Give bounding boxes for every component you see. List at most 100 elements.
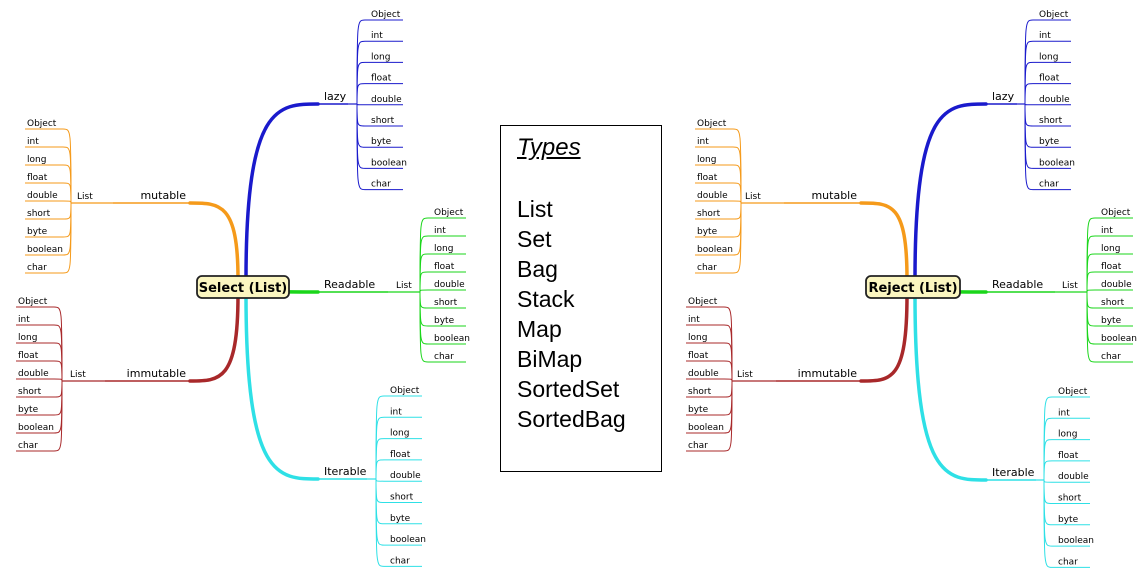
leaf-label: boolean (1039, 158, 1075, 168)
leaf-label: float (390, 450, 411, 460)
leaf-connector (1043, 479, 1053, 483)
leaf-connector (53, 342, 63, 382)
branch-label: mutable (811, 189, 857, 202)
leaf-connector (419, 291, 429, 327)
types-box: Types List Set Bag Stack Map BiMap Sorte… (500, 125, 662, 472)
leaf-connector (1043, 479, 1053, 547)
leaf-label: Object (688, 297, 718, 307)
list-node-label: List (77, 192, 93, 202)
leaf-label: byte (1058, 515, 1079, 525)
leaf-label: boolean (1058, 536, 1094, 546)
leaf-connector (419, 235, 429, 293)
types-item: SortedBag (517, 406, 626, 432)
leaf-label: float (697, 173, 718, 183)
leaf-connector (375, 395, 385, 480)
leaf-label: char (371, 180, 391, 190)
leaf-connector (732, 128, 742, 204)
leaf-label: boolean (697, 245, 733, 255)
leaf-connector (375, 478, 385, 482)
leaf-connector (1086, 253, 1096, 293)
leaf-connector (62, 164, 72, 204)
leaf-label: short (688, 387, 712, 397)
root-label: Reject (List) (868, 281, 957, 296)
leaf-label: int (371, 31, 383, 41)
leaf-label: byte (697, 227, 718, 237)
mind-map-reject: lazyObjectintlongfloatdoubleshortbyteboo… (686, 10, 1137, 568)
leaf-label: short (27, 209, 51, 219)
leaf-connector (732, 164, 742, 204)
leaf-connector (1024, 103, 1034, 106)
leaf-label: boolean (1101, 334, 1137, 344)
leaf-label: long (697, 155, 716, 165)
leaf-connector (53, 378, 63, 382)
types-item: List (517, 196, 553, 222)
leaf-connector (723, 342, 733, 382)
leaf-label: char (434, 352, 454, 362)
leaf-label: short (1039, 116, 1063, 126)
leaf-label: Object (27, 119, 57, 129)
leaf-connector (732, 200, 742, 204)
leaf-connector (1024, 103, 1034, 169)
leaf-connector (1086, 217, 1096, 293)
leaf-connector (1043, 460, 1053, 481)
leaf-label: double (18, 369, 49, 379)
leaf-label: int (434, 226, 446, 236)
leaf-label: Object (1039, 10, 1069, 20)
leaf-label: long (27, 155, 46, 165)
leaf-connector (1024, 103, 1034, 127)
list-node-label: List (1062, 281, 1078, 291)
leaf-label: long (434, 244, 453, 254)
leaf-label: byte (1101, 316, 1122, 326)
leaf-label: short (390, 493, 414, 503)
leaf-connector (419, 289, 429, 293)
leaf-connector (419, 291, 429, 363)
branch-lazy: lazyObjectintlongfloatdoubleshortbyteboo… (244, 10, 407, 281)
leaf-connector (1086, 291, 1096, 345)
leaf-label: char (697, 263, 717, 273)
leaf-connector (732, 202, 742, 256)
leaf-label: float (27, 173, 48, 183)
branch-immutable: immutableListObjectintlongfloatdoublesho… (16, 293, 240, 452)
leaf-connector (62, 202, 72, 274)
leaf-label: byte (18, 405, 39, 415)
leaf-connector (356, 103, 366, 106)
branch-iterable: IterableObjectintlongfloatdoubleshortbyt… (244, 293, 426, 567)
leaf-connector (62, 202, 72, 220)
leaf-label: long (390, 429, 409, 439)
leaf-label: boolean (18, 423, 54, 433)
leaf-label: Object (390, 386, 420, 396)
leaf-connector (1086, 291, 1096, 363)
leaf-label: long (1039, 52, 1058, 62)
leaf-label: boolean (390, 535, 426, 545)
leaf-connector (419, 253, 429, 293)
leaf-label: float (1039, 74, 1060, 84)
leaf-connector (53, 306, 63, 382)
branch-label: Iterable (992, 466, 1035, 479)
leaf-connector (375, 459, 385, 480)
leaf-connector (53, 380, 63, 452)
branch-curve (859, 201, 909, 281)
mind-map-select: lazyObjectintlongfloatdoubleshortbyteboo… (16, 10, 470, 567)
leaf-connector (1086, 291, 1096, 309)
leaf-connector (356, 103, 366, 169)
leaf-label: char (1039, 180, 1059, 190)
leaf-label: int (697, 137, 709, 147)
leaf-connector (53, 360, 63, 382)
leaf-connector (375, 438, 385, 480)
leaf-label: byte (434, 316, 455, 326)
branch-label: immutable (798, 367, 858, 380)
branch-lazy: lazyObjectintlongfloatdoubleshortbyteboo… (913, 10, 1075, 281)
leaf-connector (356, 103, 366, 191)
leaf-connector (1086, 235, 1096, 293)
leaf-label: short (1058, 494, 1082, 504)
leaf-connector (1043, 479, 1053, 526)
leaf-label: double (697, 191, 728, 201)
branch-curve (913, 102, 988, 281)
branch-mutable: mutableListObjectintlongfloatdoubleshort… (25, 119, 240, 281)
leaf-connector (419, 291, 429, 309)
leaf-label: double (688, 369, 719, 379)
root-node (196, 275, 290, 299)
types-item: Map (517, 316, 562, 342)
branch-label: Readable (992, 278, 1043, 291)
leaf-label: Object (371, 10, 401, 20)
